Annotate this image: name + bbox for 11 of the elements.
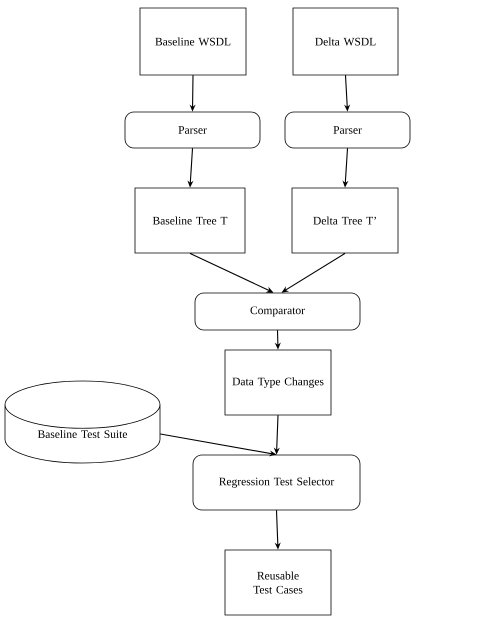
process-box: Delta Tree T’	[292, 188, 398, 254]
process-box: Baseline Tree T	[134, 188, 246, 254]
database-cylinder: Baseline Test Suite	[4, 380, 160, 464]
process-box: Regression Test Selector	[192, 454, 360, 510]
process-box: Comparator	[194, 292, 360, 330]
process-box: Data Type Changes	[224, 350, 332, 416]
process-box: Parser	[124, 112, 260, 148]
process-box: Delta WSDL	[292, 8, 398, 76]
process-box: Parser	[284, 112, 410, 148]
process-box: Reusable Test Cases	[224, 550, 332, 616]
process-box: Baseline WSDL	[140, 8, 246, 76]
